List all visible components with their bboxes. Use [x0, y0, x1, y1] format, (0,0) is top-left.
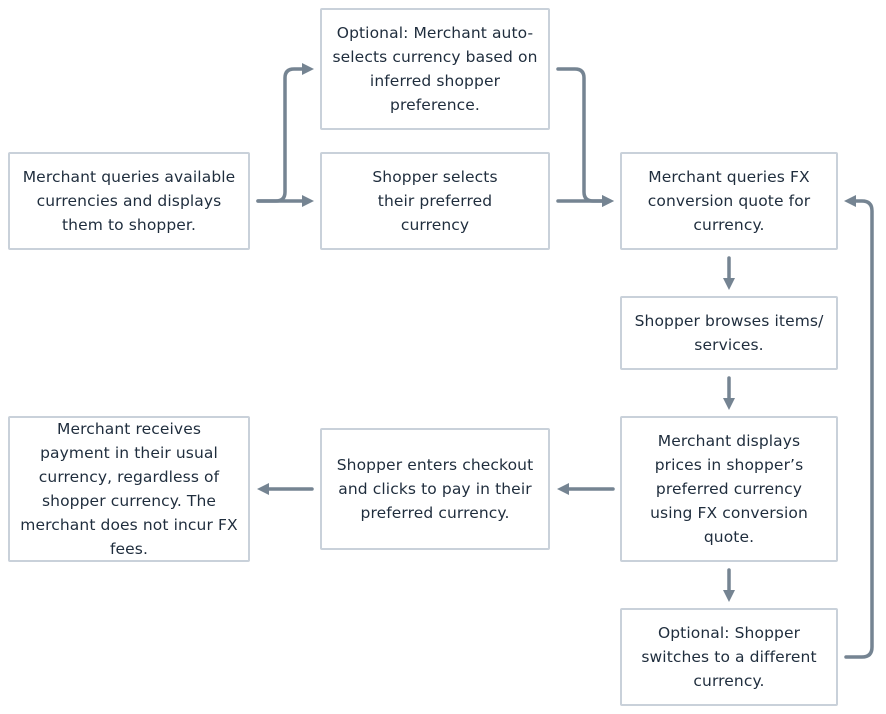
node-shopper-checkout-label: Shopper enters checkout and clicks to pa…	[336, 456, 534, 522]
node-merchant-queries-currencies: Merchant queries available currencies an…	[8, 152, 250, 250]
arrow-selects-to-fx-quote	[556, 195, 614, 207]
arrow-auto-select-to-fx-quote	[556, 67, 614, 207]
node-shopper-browses-label: Shopper browses items/ services.	[634, 312, 824, 354]
node-merchant-receives-payment: Merchant receives payment in their usual…	[8, 416, 250, 562]
arrow-browses-to-displays	[723, 376, 735, 410]
node-shopper-selects-currency-label: Shopper selects their preferred currency	[372, 168, 498, 234]
arrow-fx-quote-to-browses	[723, 256, 735, 290]
arrow-switches-to-fx-quote	[844, 195, 874, 659]
node-shopper-checkout: Shopper enters checkout and clicks to pa…	[320, 428, 550, 550]
arrow-checkout-to-receives	[257, 483, 314, 495]
node-shopper-switches-currency-label: Optional: Shopper switches to a differen…	[641, 624, 817, 690]
node-auto-select-currency-label: Optional: Merchant auto-selects currency…	[332, 24, 538, 114]
arrow-displays-to-switches	[723, 568, 735, 602]
node-merchant-displays-prices: Merchant displays prices in shopper’s pr…	[620, 416, 838, 562]
node-shopper-switches-currency: Optional: Shopper switches to a differen…	[620, 608, 838, 706]
arrow-displays-to-checkout	[557, 483, 615, 495]
node-shopper-selects-currency: Shopper selects their preferred currency	[320, 152, 550, 250]
node-merchant-queries-currencies-label: Merchant queries available currencies an…	[22, 168, 236, 234]
node-shopper-browses: Shopper browses items/ services.	[620, 296, 838, 370]
arrow-queries-to-auto-select	[256, 63, 314, 203]
node-merchant-receives-payment-label: Merchant receives payment in their usual…	[20, 420, 238, 558]
node-auto-select-currency: Optional: Merchant auto-selects currency…	[320, 8, 550, 130]
node-merchant-queries-fx-quote-label: Merchant queries FX conversion quote for…	[647, 168, 811, 234]
node-merchant-queries-fx-quote: Merchant queries FX conversion quote for…	[620, 152, 838, 250]
node-merchant-displays-prices-label: Merchant displays prices in shopper’s pr…	[650, 432, 808, 546]
